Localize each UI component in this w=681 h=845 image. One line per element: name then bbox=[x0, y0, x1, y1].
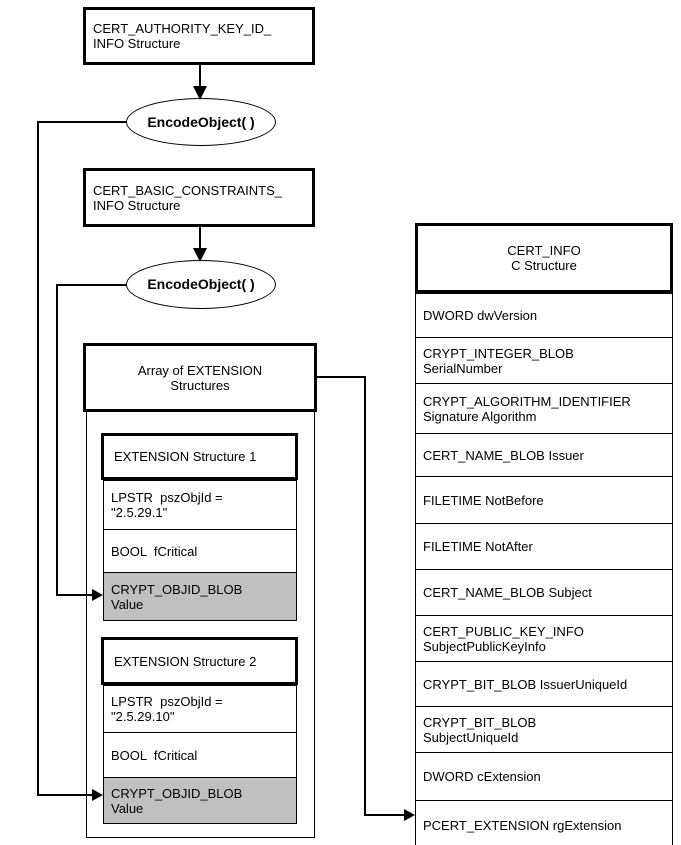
cell-text-line: CRYPT_BIT_BLOB IssuerUniqueId bbox=[423, 676, 628, 692]
encode-object-ellipse-1: EncodeObject( ) bbox=[126, 98, 276, 146]
array-of-extension-structures-box: Array of EXTENSION Structures bbox=[83, 343, 317, 412]
cert-authority-key-id-info-box: CERT_AUTHORITY_KEY_ID_ INFO Structure bbox=[83, 7, 315, 65]
table-row: CERT_NAME_BLOB Subject bbox=[416, 569, 672, 615]
box-text-line: CERT_AUTHORITY_KEY_ID_ bbox=[93, 21, 272, 36]
cert-basic-constraints-info-box: CERT_BASIC_CONSTRAINTS_ INFO Structure bbox=[83, 168, 315, 227]
table-row: CRYPT_BIT_BLOB IssuerUniqueId bbox=[416, 661, 672, 706]
table-row: CRYPT_ALGORITHM_IDENTIFIER Signature Alg… bbox=[416, 383, 672, 433]
cell-text-line: Signature Algorithm bbox=[423, 408, 537, 424]
cell-text-line: PCERT_EXTENSION rgExtension bbox=[423, 817, 622, 833]
table-row: BOOL fCritical bbox=[104, 732, 296, 777]
cell-text-line: "2.5.29.1" bbox=[111, 505, 168, 520]
table-row: FILETIME NotAfter bbox=[416, 523, 672, 569]
cell-text-line: CERT_PUBLIC_KEY_INFO bbox=[423, 623, 584, 639]
table-row: CERT_NAME_BLOB Issuer bbox=[416, 433, 672, 476]
extension-structure-title: EXTENSION Structure 2 bbox=[114, 653, 257, 669]
extension-structure-2-rows: LPSTR pszObjId = "2.5.29.10" BOOL fCriti… bbox=[103, 685, 297, 824]
cell-text-line: CERT_NAME_BLOB Subject bbox=[423, 585, 592, 600]
box-text-line: Structures bbox=[170, 377, 230, 393]
table-row: PCERT_EXTENSION rgExtension bbox=[416, 800, 672, 845]
cell-text-line: SubjectPublicKeyInfo bbox=[423, 638, 546, 654]
cell-text-line: LPSTR pszObjId = bbox=[111, 490, 223, 505]
table-row: CERT_PUBLIC_KEY_INFO SubjectPublicKeyInf… bbox=[416, 615, 672, 661]
cell-text-line: "2.5.29.10" bbox=[111, 709, 175, 724]
extension-structure-title: EXTENSION Structure 1 bbox=[114, 449, 257, 464]
cell-text-line: SubjectUniqueId bbox=[423, 729, 519, 745]
cell-text-line: CRYPT_BIT_BLOB bbox=[423, 714, 537, 730]
cell-text-line: BOOL fCritical bbox=[111, 747, 198, 763]
box-text-line: Array of EXTENSION bbox=[137, 362, 263, 378]
cert-info-title-line: C Structure bbox=[511, 258, 577, 273]
cell-text-line: CRYPT_OBJID_BLOB bbox=[111, 581, 243, 597]
cell-text-line: BOOL fCritical bbox=[111, 543, 198, 559]
cell-text-line: DWORD cExtension bbox=[423, 769, 541, 784]
cell-text-line: Value bbox=[111, 800, 144, 816]
table-row: FILETIME NotBefore bbox=[416, 476, 672, 523]
box-text-line: INFO Structure bbox=[93, 36, 181, 51]
arrowhead-icon bbox=[404, 809, 415, 821]
table-row: DWORD cExtension bbox=[416, 752, 672, 800]
cert-info-title-line: CERT_INFO bbox=[507, 243, 581, 258]
cell-text-line: CRYPT_OBJID_BLOB bbox=[111, 785, 243, 801]
encode-object-label: EncodeObject( ) bbox=[147, 276, 255, 292]
table-row: LPSTR pszObjId = "2.5.29.1" bbox=[104, 481, 296, 529]
cell-text-line: Value bbox=[111, 596, 144, 612]
table-row: DWORD dwVersion bbox=[416, 294, 672, 337]
extension-structure-1-rows: LPSTR pszObjId = "2.5.29.1" BOOL fCritic… bbox=[103, 480, 297, 621]
extension-structure-2-header: EXTENSION Structure 2 bbox=[101, 637, 298, 685]
encode-object-ellipse-2: EncodeObject( ) bbox=[126, 260, 276, 309]
box-text-line: CERT_BASIC_CONSTRAINTS_ bbox=[93, 182, 283, 198]
cell-text-line: CRYPT_INTEGER_BLOB bbox=[423, 345, 574, 361]
table-row: CRYPT_INTEGER_BLOB SerialNumber bbox=[416, 337, 672, 383]
table-row: CRYPT_BIT_BLOB SubjectUniqueId bbox=[416, 706, 672, 752]
encode-object-label: EncodeObject( ) bbox=[147, 113, 255, 130]
cell-text-line: DWORD dwVersion bbox=[423, 308, 538, 323]
cell-text-line: FILETIME NotAfter bbox=[423, 539, 533, 554]
table-row: LPSTR pszObjId = "2.5.29.10" bbox=[104, 686, 296, 732]
table-row-shaded-value: CRYPT_OBJID_BLOB Value bbox=[104, 572, 296, 620]
cell-text-line: CRYPT_ALGORITHM_IDENTIFIER bbox=[423, 393, 631, 409]
cell-text-line: FILETIME NotBefore bbox=[423, 492, 544, 508]
cell-text-line: SerialNumber bbox=[423, 360, 503, 376]
box-text-line: INFO Structure bbox=[93, 197, 181, 213]
table-row: BOOL fCritical bbox=[104, 529, 296, 572]
cell-text-line: LPSTR pszObjId = bbox=[111, 694, 223, 709]
table-row-shaded-value: CRYPT_OBJID_BLOB Value bbox=[104, 777, 296, 823]
cert-info-rows: DWORD dwVersion CRYPT_INTEGER_BLOB Seria… bbox=[415, 293, 673, 845]
extension-structure-1-header: EXTENSION Structure 1 bbox=[101, 433, 298, 480]
cell-text-line: CERT_NAME_BLOB Issuer bbox=[423, 447, 584, 463]
cert-info-header: CERT_INFO C Structure bbox=[415, 223, 673, 293]
connector-array-to-rgextension bbox=[316, 376, 406, 816]
